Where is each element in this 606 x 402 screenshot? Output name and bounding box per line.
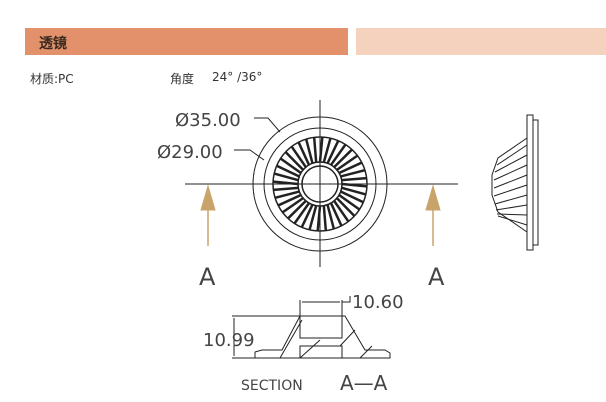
lens-rib — [312, 137, 318, 163]
lens-rib — [335, 197, 356, 217]
lens-rib — [341, 176, 367, 182]
arrow-right-icon — [425, 184, 441, 211]
lens-rib — [341, 186, 367, 196]
section-arrows — [200, 184, 441, 246]
header-accent-bar — [356, 28, 606, 55]
section-name: A—A — [340, 371, 388, 395]
rib-ring-outer — [272, 136, 368, 232]
lens-rib — [322, 205, 328, 231]
lens-rib — [341, 182, 368, 188]
section-marker-left: A — [199, 263, 216, 291]
lens-rib — [287, 199, 307, 220]
leader-outer — [254, 117, 281, 133]
lens-rib — [333, 200, 350, 223]
lens-rib — [318, 136, 324, 163]
lens-rib — [333, 148, 353, 169]
lens-rib — [316, 205, 322, 232]
angle-value: 24° /36° — [212, 70, 263, 84]
arrow-left-icon — [200, 184, 216, 211]
lens-rib — [338, 193, 361, 211]
lens-rib — [326, 140, 340, 164]
lens-rib — [279, 157, 302, 175]
lens-rib — [277, 193, 302, 207]
material-label: 材质:PC — [30, 72, 74, 86]
lens-rib — [338, 161, 363, 175]
lens-rib — [276, 164, 300, 178]
lens-rib — [274, 190, 300, 200]
leader-inner — [234, 149, 265, 161]
dim-outer-diameter: Ø35.00 — [175, 110, 241, 131]
lens-rib — [290, 145, 307, 168]
section-view — [232, 296, 391, 359]
center-hole — [301, 165, 339, 203]
lens-rib — [326, 204, 336, 230]
lens-rib — [273, 172, 299, 182]
lens-rib — [329, 202, 343, 227]
dim-inner-diameter: Ø29.00 — [157, 142, 223, 163]
section-title-label: SECTION — [241, 378, 303, 394]
lens-rib — [272, 180, 299, 186]
lens-rib — [284, 151, 305, 171]
lens-rib — [322, 137, 332, 163]
lens-rib — [308, 205, 318, 231]
outer-circle — [252, 116, 388, 252]
lens-rib — [273, 186, 299, 192]
section-marker-right: A — [428, 263, 445, 291]
side-view — [491, 114, 539, 251]
section-title: 透镜 — [39, 36, 67, 52]
lens-rib — [340, 168, 366, 178]
section-header-bar: 透镜 — [25, 28, 348, 55]
lens-rib — [329, 143, 347, 166]
dim-width: 10.60 — [352, 292, 404, 313]
lens-rib — [293, 202, 311, 225]
dim-height: 10.99 — [203, 330, 255, 351]
angle-label: 角度 — [170, 72, 195, 86]
lens-rib — [297, 141, 311, 166]
lens-rib — [300, 204, 314, 228]
lens-rib — [340, 190, 364, 204]
lens-rib — [304, 138, 314, 164]
lens-rib — [336, 154, 359, 171]
lens-ribs — [272, 136, 368, 232]
inner-circle — [263, 127, 377, 241]
lens-rib — [281, 197, 304, 214]
